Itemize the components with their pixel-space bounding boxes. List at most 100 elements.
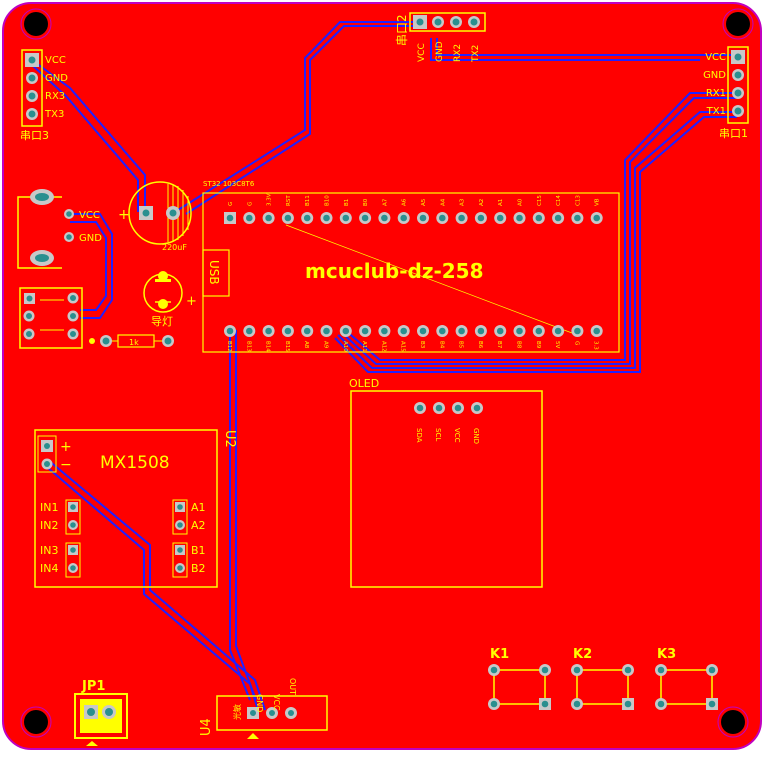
mcu-bottom-pad — [494, 325, 507, 337]
mcu-top-pin-label: G — [228, 202, 234, 206]
driver-in1: IN1 — [40, 501, 58, 514]
key-ref: K1 — [490, 647, 509, 662]
mcu-bottom-pad — [378, 325, 391, 337]
driver-minus: − — [60, 457, 72, 473]
mcu-bottom-pin-label: B12 — [226, 341, 232, 352]
mcu-bottom-pin-label: B6 — [477, 341, 483, 349]
mcu-top-pad — [339, 212, 352, 224]
mcu-top-pin-label: G — [247, 202, 253, 206]
mcu-top-pin-label: B11 — [305, 195, 311, 206]
uart2-pin-tx: TX2 — [471, 45, 481, 63]
mcu-top-pad — [359, 212, 372, 224]
mcu-top-pin-label: A0 — [518, 198, 524, 206]
mx1508-driver: + − MX1508 IN1 IN2 IN3 IN4 A1 A2 B1 B2 — [34, 429, 218, 588]
mcu-bottom-pad — [301, 325, 314, 337]
mcu-top-pad — [532, 212, 545, 224]
key-pad — [706, 664, 718, 676]
u4-light-sensor: 光敏 GND VCC OUT U4 — [199, 678, 328, 739]
u4-pin-gnd: GND — [255, 694, 264, 712]
mcu-bottom-pin-label: B13 — [245, 341, 251, 352]
u4-pin-vcc: VCC — [272, 694, 281, 711]
oled-ref: OLED — [349, 377, 379, 390]
mcu-top-pin-label: 3.3V — [267, 193, 273, 206]
mcu-bottom-pad — [571, 325, 584, 337]
uart3-pin-gnd: GND — [45, 73, 68, 84]
mcu-top-pad — [301, 212, 314, 224]
mcu-bottom-pin-label: B7 — [496, 341, 502, 349]
mcu-top-pad — [455, 212, 468, 224]
uart2-ref: 串口2 — [395, 14, 409, 46]
driver-b1: B1 — [191, 544, 206, 557]
uart1-pin-tx: TX1 — [706, 106, 726, 117]
mcu-bottom-pad — [455, 325, 468, 337]
oled-pin-label: GND — [472, 428, 480, 444]
mcu-top-pin-label: A4 — [440, 198, 446, 206]
mcu-top-pad — [571, 212, 584, 224]
u4-note: 光敏 — [232, 704, 242, 720]
mcu-top-pad — [494, 212, 507, 224]
key-pad — [539, 664, 551, 676]
driver-name: MX1508 — [100, 453, 170, 473]
mcu-top-pad — [397, 212, 410, 224]
key-pad — [488, 664, 500, 676]
key-pad — [488, 698, 500, 710]
key-pad — [539, 698, 551, 710]
u2-ref: U2 — [222, 430, 237, 448]
power-switch — [19, 287, 83, 349]
mcu-bottom-pin-label: B8 — [516, 341, 522, 349]
mcu-top-pad — [378, 212, 391, 224]
mcu-top-pin-label: A3 — [460, 198, 466, 206]
key-pad — [706, 698, 718, 710]
uart2-pin-rx: RX2 — [453, 44, 463, 62]
mcu-top-pad — [513, 212, 526, 224]
mcu-top-pin-label: A6 — [402, 198, 408, 206]
driver-in2: IN2 — [40, 519, 58, 532]
mcu-bottom-pin-label: B5 — [458, 341, 464, 349]
u4-ref: U4 — [199, 718, 214, 736]
pcb-board — [2, 2, 762, 750]
oled-pin-label: SDA — [415, 428, 423, 443]
mcu-bottom-pin-label: B4 — [438, 341, 444, 349]
key-pad — [571, 664, 583, 676]
mcu-top-pad — [243, 212, 256, 224]
key-switch[interactable]: K1 — [488, 647, 551, 710]
mcu-bottom-pin-label: B3 — [419, 341, 425, 349]
oled-pin-label: SCL — [434, 428, 442, 441]
jp1-connector: JP1 — [74, 679, 128, 746]
uart2-header: 串口2 VCC GND RX2 TX2 — [395, 12, 486, 63]
mcu-bottom-pin-label: B15 — [284, 341, 290, 352]
mcu-top-pin-label: VB — [595, 198, 601, 206]
uart2-pin-gnd: GND — [435, 41, 445, 62]
oled-pad — [452, 402, 464, 414]
mcu-bottom-pin-label: A9 — [323, 341, 329, 349]
mcu-top-pin-label: C14 — [556, 195, 562, 206]
traces — [31, 21, 737, 711]
oled-pad — [471, 402, 483, 414]
mcu-bottom-pad — [532, 325, 545, 337]
uart3-ref: 串口3 — [20, 129, 49, 142]
mcu-bottom-pin-label: A10 — [342, 341, 348, 352]
mcu-top-pin-label: C15 — [537, 195, 543, 206]
mcu-top-pad — [224, 212, 236, 224]
mcu-bottom-pin-label: B14 — [265, 341, 271, 352]
oled-pad — [414, 402, 426, 414]
mcu-top-pin-label: B0 — [363, 198, 369, 206]
led-plus: + — [186, 294, 197, 309]
mcu-top-pin-label: A5 — [421, 198, 427, 206]
mcu-bottom-pin-label: A8 — [303, 341, 309, 349]
driver-a2: A2 — [191, 519, 206, 532]
mcu-bottom-pad — [320, 325, 333, 337]
capacitor-220uf: + 220uF — [118, 181, 192, 252]
key-switch[interactable]: K2 — [571, 647, 634, 710]
mcu-top-pin-label: C13 — [575, 195, 581, 206]
key-switches: K1 K2 K3 — [488, 647, 718, 710]
key-ref: K3 — [657, 647, 676, 662]
mcu-top-pad — [436, 212, 449, 224]
mcu-top-pin-label: RST — [286, 195, 292, 206]
key-switch[interactable]: K3 — [655, 647, 718, 710]
resistor-1k: 1k — [89, 334, 174, 348]
